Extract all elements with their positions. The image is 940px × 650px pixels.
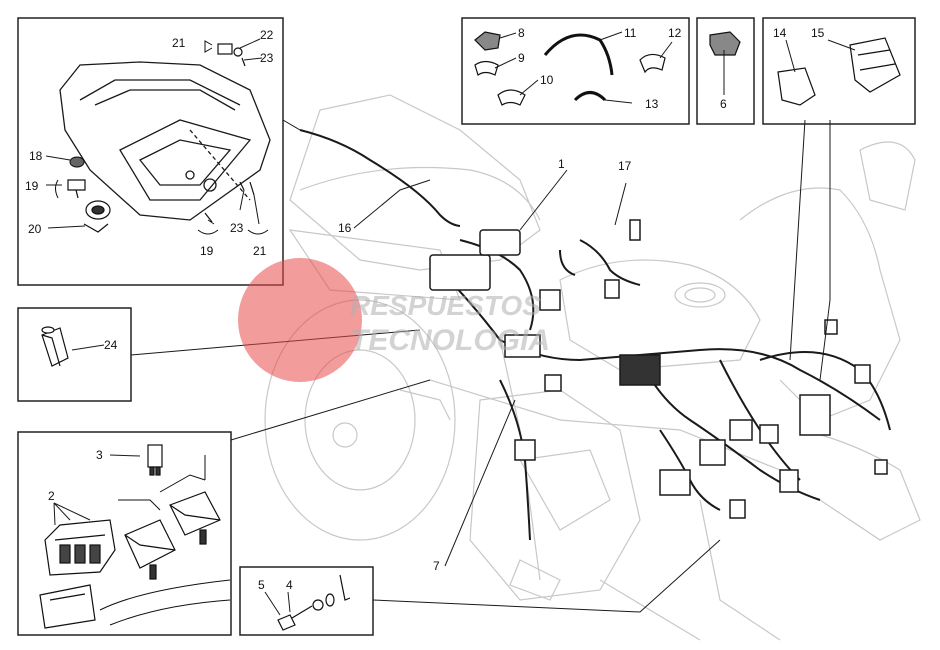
watermark-logo: RESPUESTOS TECNOLOGIA xyxy=(238,258,550,382)
motorcycle-outline xyxy=(264,94,921,641)
callout-2: 2 xyxy=(48,489,55,503)
callout-9: 9 xyxy=(518,51,525,65)
callout-10: 10 xyxy=(540,73,554,87)
callout-21-top: 21 xyxy=(172,36,186,50)
box-fuses-relays xyxy=(17,431,232,636)
callout-7: 7 xyxy=(433,559,440,573)
leader-lines xyxy=(45,31,856,616)
callout-17: 17 xyxy=(618,159,632,173)
clip-part xyxy=(67,179,86,199)
screw-set-part xyxy=(204,43,255,223)
callout-6: 6 xyxy=(720,97,727,111)
watermark-line-1: RESPUESTOS xyxy=(350,290,541,321)
callout-20: 20 xyxy=(28,222,42,236)
callout-8: 8 xyxy=(518,26,525,40)
callout-11: 11 xyxy=(624,26,637,40)
box-relay-holders xyxy=(762,17,916,125)
callout-19-bottom: 19 xyxy=(200,244,214,258)
callout-18: 18 xyxy=(29,149,43,163)
callout-14: 14 xyxy=(773,26,787,40)
callout-24: 24 xyxy=(104,338,118,352)
callout-23-bottom: 23 xyxy=(230,221,244,235)
socket-part xyxy=(83,200,111,233)
callout-23-top: 23 xyxy=(260,51,274,65)
callout-21-bottom: 21 xyxy=(253,244,267,258)
callout-19-left: 19 xyxy=(25,179,39,193)
callout-16: 16 xyxy=(338,221,352,235)
callout-22: 22 xyxy=(260,28,274,42)
callout-15: 15 xyxy=(811,26,825,40)
callout-5: 5 xyxy=(258,578,265,592)
box-tail-unit xyxy=(17,17,284,286)
callout-12: 12 xyxy=(668,26,682,40)
box-bolt-washer xyxy=(239,566,374,636)
callout-3: 3 xyxy=(96,448,103,462)
box-part-6 xyxy=(696,17,755,125)
box-clamps-cables xyxy=(461,17,690,125)
callout-1: 1 xyxy=(558,157,565,171)
callout-4: 4 xyxy=(286,578,293,592)
box-relay-24 xyxy=(17,307,132,402)
watermark-line-2: TECNOLOGIA xyxy=(350,324,550,357)
callout-13: 13 xyxy=(645,97,659,111)
harness-connectors xyxy=(429,219,888,519)
callout-labels: 1 2 3 4 5 6 7 8 9 10 11 12 13 14 15 16 1… xyxy=(25,26,825,592)
grommet-part xyxy=(69,156,85,168)
